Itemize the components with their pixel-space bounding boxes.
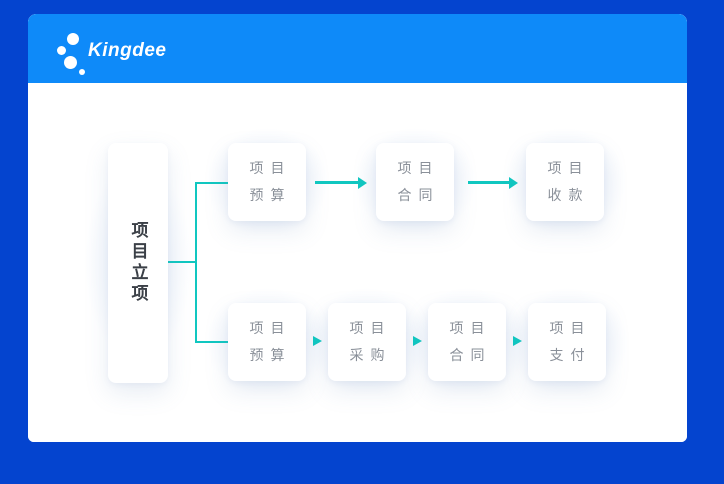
logo-wordmark: Kingdee — [88, 40, 167, 61]
flow-node-contract-bottom: 项目 合同 — [428, 303, 506, 381]
arrow-right-icon — [468, 176, 518, 189]
connector-line — [195, 182, 197, 343]
flow-node-label: 项目 — [249, 160, 292, 176]
logo-dot-icon — [67, 33, 79, 45]
flow-node-label: 合同 — [397, 187, 440, 203]
flow-node-label: 项目 — [249, 320, 292, 336]
connector-line — [195, 182, 228, 184]
flow-node-budget-top: 项目 预算 — [228, 143, 306, 221]
triangle-arrow-icon — [313, 336, 322, 346]
kingdee-logo: Kingdee — [28, 14, 228, 83]
flowchart-canvas: 项目立项 项目 预算 项目 合同 项目 收款 项目 预算 — [28, 83, 687, 442]
flow-node-budget-bottom: 项目 预算 — [228, 303, 306, 381]
flow-node-label: 支付 — [549, 347, 592, 363]
flow-node-label: 预算 — [249, 187, 292, 203]
flow-node-label: 项目 — [547, 160, 590, 176]
flow-node-procurement: 项目 采购 — [328, 303, 406, 381]
app-header: Kingdee — [28, 14, 687, 83]
flow-node-label: 收款 — [547, 187, 590, 203]
flow-node-project-initiation: 项目立项 — [108, 143, 168, 383]
flow-node-label: 采购 — [349, 347, 392, 363]
logo-dot-icon — [64, 56, 77, 69]
flow-node-label: 项目 — [349, 320, 392, 336]
flow-node-label: 合同 — [449, 347, 492, 363]
flow-node-contract-top: 项目 合同 — [376, 143, 454, 221]
arrow-right-icon — [315, 176, 367, 189]
flow-node-label: 项目 — [549, 320, 592, 336]
logo-dot-icon — [79, 69, 85, 75]
flow-node-label: 项目 — [449, 320, 492, 336]
app-window: Kingdee 项目立项 项目 预算 项目 合同 项目 — [28, 14, 687, 442]
flow-node-payment: 项目 支付 — [528, 303, 606, 381]
connector-line — [195, 341, 228, 343]
logo-dot-icon — [57, 46, 66, 55]
connector-line — [168, 261, 197, 263]
flow-node-receipt: 项目 收款 — [526, 143, 604, 221]
flow-node-label: 预算 — [249, 347, 292, 363]
triangle-arrow-icon — [413, 336, 422, 346]
flow-node-label: 项目立项 — [128, 221, 148, 305]
triangle-arrow-icon — [513, 336, 522, 346]
flow-node-label: 项目 — [397, 160, 440, 176]
